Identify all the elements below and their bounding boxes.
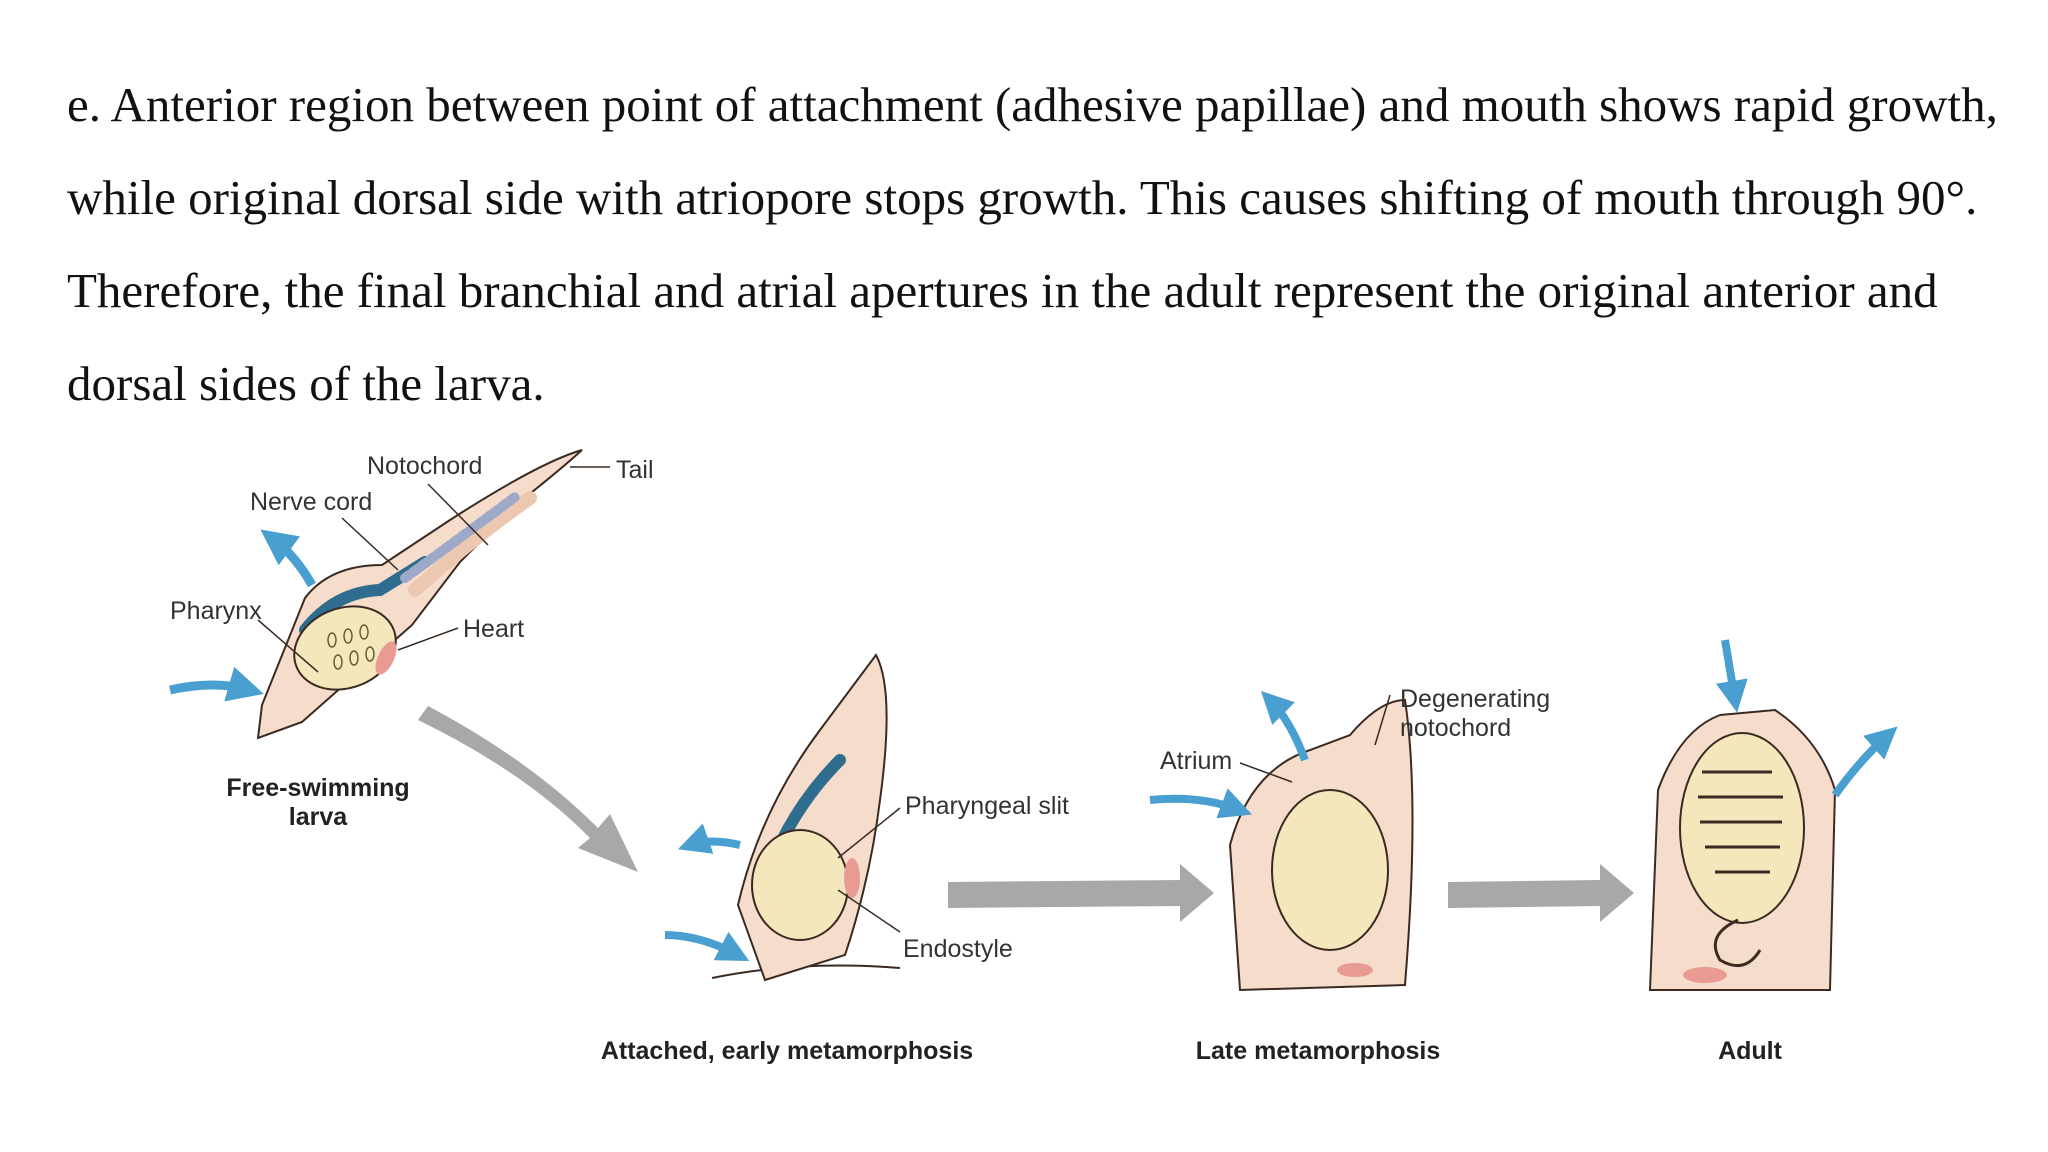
late-pharynx [1271,789,1389,951]
notochord-label: Notochord [367,452,482,480]
stage1-caption-line1: Free-swimming [226,774,409,802]
stage1-caption-line2: larva [289,803,348,831]
degenerating-notochord-label-line1: Degenerating [1400,685,1550,713]
early-inflow-arrow [664,931,750,961]
endostyle-label: Endostyle [903,935,1013,963]
adult-pharynx [1679,732,1805,924]
nerve-cord-leader [341,517,399,571]
nerve-cord-label: Nerve cord [250,488,372,516]
atrium-label: Atrium [1160,747,1232,775]
notochord-leader [427,483,489,546]
larva-pharynx [293,605,397,691]
tail-label: Tail [616,456,654,484]
pharyngeal-slit-label: Pharyngeal slit [905,792,1069,820]
larva-tail-inner [408,491,537,597]
larva-gill-slits [327,624,375,670]
stage-arrow-1 [418,706,638,872]
stage-arrow-3 [1448,864,1634,922]
heart-label: Heart [463,615,524,643]
adult-outflow-arrow [1831,726,1898,798]
adult-gill-slits [1698,770,1783,874]
larva-outflow-arrow [260,529,316,588]
early-pharynx [751,829,849,941]
free-swimming-larva [169,449,583,740]
late-inflow-arrow [1149,788,1252,819]
endostyle-leader [837,889,901,933]
adult-heart [1683,967,1727,983]
leader-lines [257,466,1391,933]
heart-leader [397,627,459,651]
stage-arrows [418,706,1634,922]
body-paragraph: e. Anterior region between point of atta… [67,77,1998,411]
stage4-caption: Adult [1718,1037,1783,1065]
late-heart [1337,963,1373,977]
stage-arrow-2 [948,864,1214,922]
early-metamorphosis [664,653,901,982]
early-outflow-arrow [677,823,741,854]
late-outflow-arrow [1260,690,1309,762]
degenerating-notochord-label-line2: notochord [1400,714,1511,742]
late-metamorphosis [1149,690,1414,992]
adult [1648,639,1898,991]
stage2-caption: Attached, early metamorphosis [601,1037,973,1065]
stage3-caption: Late metamorphosis [1196,1037,1441,1065]
early-heart [844,858,860,898]
adult-inflow-arrow [1716,639,1748,713]
atrium-leader [1239,762,1293,783]
larva-inflow-arrow [169,666,264,702]
pharynx-label: Pharynx [170,597,262,625]
pharyngeal-slit-leader [837,807,901,859]
degenerating-notochord-leader [1374,694,1391,746]
larva-notochord [400,492,520,583]
larva-heart [375,641,397,675]
pharynx-leader [257,619,319,673]
adult-gut [1714,918,1762,968]
